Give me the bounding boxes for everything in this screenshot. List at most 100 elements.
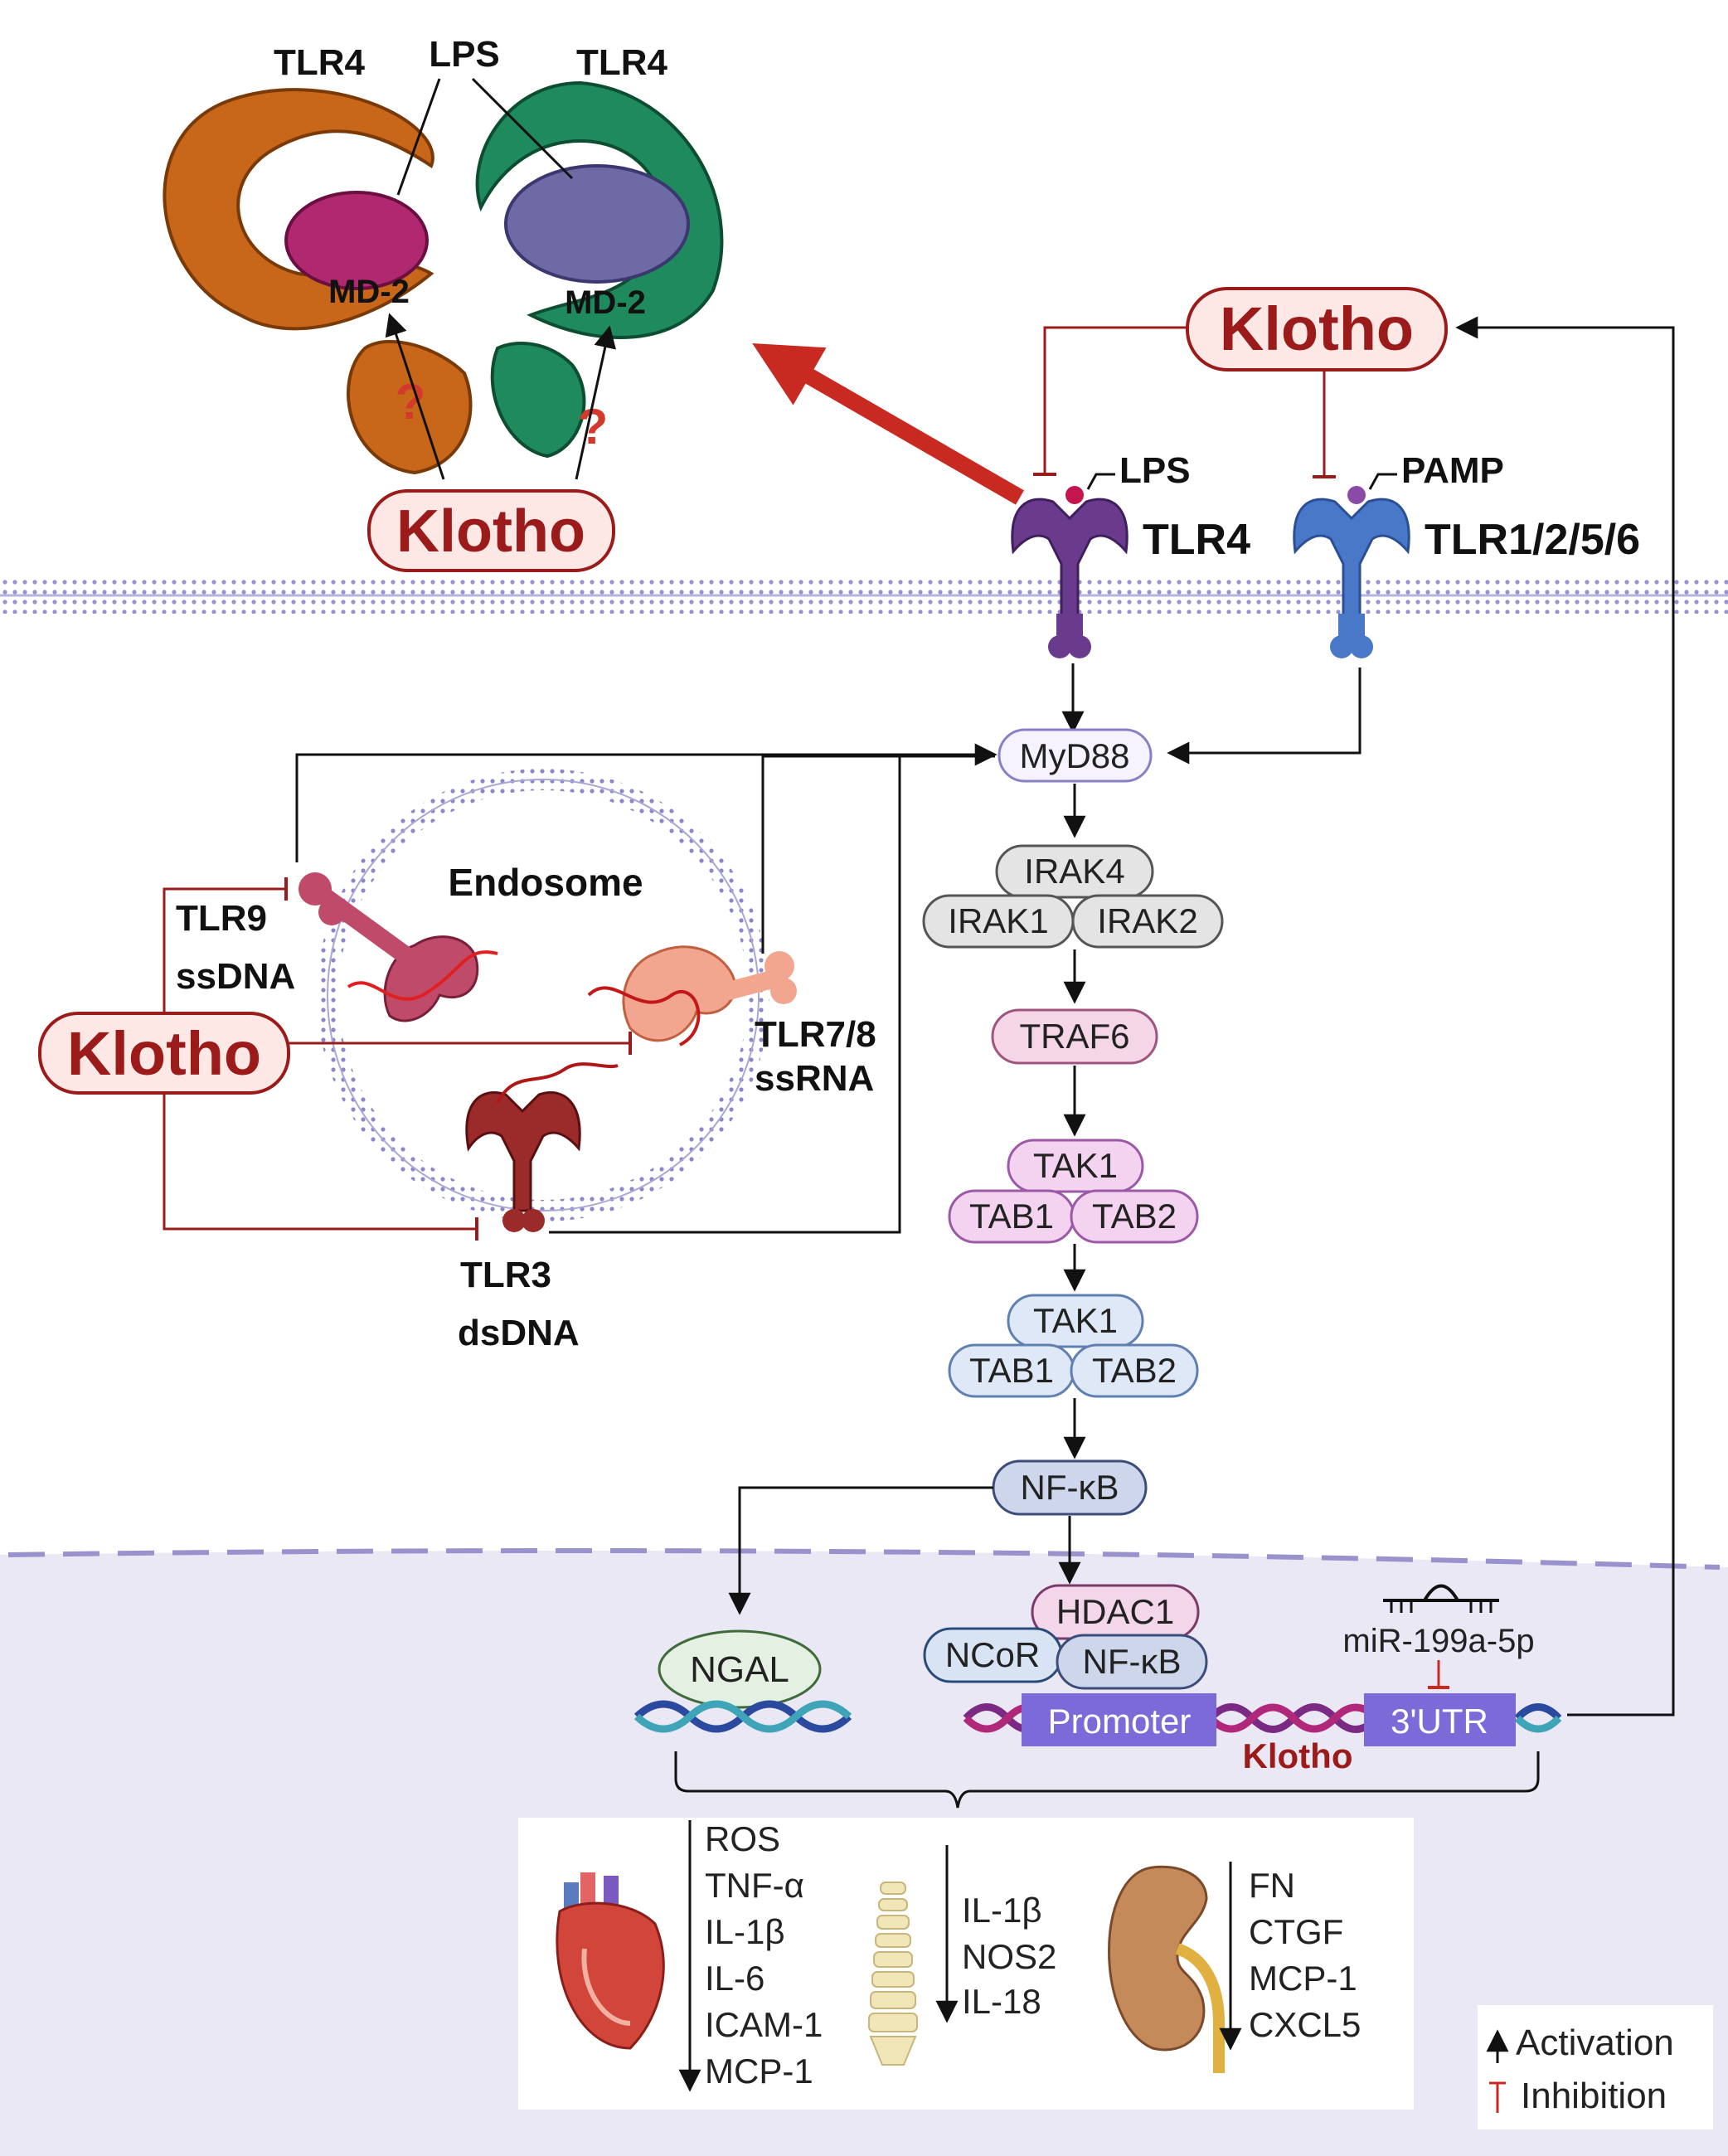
irak2-node (1071, 894, 1224, 949)
kidney-outcome-2: CTGF (1249, 1912, 1343, 1951)
plasma-membrane (0, 577, 1728, 614)
tlr4-receptor-label: TLR4 (1143, 516, 1250, 564)
lps-pointer-left (396, 78, 441, 196)
md2-right-label: MD-2 (565, 284, 646, 321)
tak1-a-node (1007, 1139, 1144, 1193)
md2-right-blob (504, 164, 690, 284)
tlr4-right-label: TLR4 (576, 42, 668, 83)
nfkb-nucleus-node (1056, 1634, 1208, 1690)
tlr4-orange-lower (347, 340, 473, 475)
heart-outcome-3: IL-1β (705, 1912, 785, 1951)
outcomes-box (518, 1818, 1414, 2110)
tab2-a-label: TAB2 (1092, 1197, 1177, 1236)
pamp-ligand-pointer (1368, 473, 1397, 490)
ngal-node (658, 1629, 822, 1709)
pamp-ligand-label: PAMP (1401, 450, 1504, 491)
kidney-outcome-4: CXCL5 (1249, 2005, 1361, 2044)
nuclear-envelope (7, 1548, 1721, 1570)
klotho-inhibits-tlr9-line (163, 887, 286, 1013)
heart-outcome-1: ROS (705, 1819, 780, 1858)
md2-left-label: MD-2 (328, 274, 410, 310)
promoter-box (1022, 1693, 1216, 1746)
tab2-b-node (1070, 1343, 1199, 1398)
spine-outcome-1: IL-1β (962, 1891, 1042, 1930)
tlr9-to-myd88-arrow (295, 743, 997, 862)
tlr1256-to-myd88-arrow (1167, 668, 1362, 765)
tab2-b-label: TAB2 (1092, 1351, 1177, 1390)
tab1-a-label: TAB1 (969, 1197, 1054, 1236)
legend-activation-label: Activation (1516, 2022, 1674, 2063)
ngal-label: NGAL (690, 1649, 789, 1690)
outcomes-brace (674, 1751, 1540, 1809)
traf6-label: TRAF6 (1019, 1017, 1129, 1056)
heart-outcome-5: ICAM-1 (705, 2005, 823, 2044)
tab2-a-node (1070, 1189, 1199, 1244)
irak4-label: IRAK4 (1024, 852, 1124, 891)
md2-left-blob (284, 191, 429, 290)
myd88-node (997, 728, 1153, 783)
legend-inhibition-label: Inhibition (1521, 2076, 1667, 2116)
tlr3-to-myd88-arrow (549, 755, 995, 1234)
tlr3-label: TLR3 (460, 1255, 551, 1295)
irak2-label: IRAK2 (1097, 901, 1197, 940)
endosome-label: Endosome (448, 861, 643, 904)
legend-box (1478, 2005, 1713, 2129)
pamp-ligand-dot (1347, 486, 1366, 504)
tlr78-receptor (587, 945, 797, 1046)
tlr4-receptor (1011, 498, 1129, 658)
klotho-to-md2-left-arrow (385, 313, 445, 480)
ssrna-label: ssRNA (755, 1058, 874, 1099)
promoter-label: Promoter (1048, 1702, 1192, 1741)
klotho-to-md2-right-arrow (575, 325, 616, 480)
tlr4-left-label: TLR4 (274, 42, 366, 83)
tlr9-receptor (299, 872, 498, 1022)
nfkb-nucleus-label: NF-κB (1083, 1642, 1182, 1681)
mirna-label: miR-199a-5p (1342, 1623, 1534, 1659)
ncor-label: NCoR (945, 1635, 1040, 1674)
heart-outcome-4: IL-6 (705, 1959, 764, 1998)
question-mark-left: ? (396, 374, 426, 430)
endosome (317, 769, 769, 1221)
nfkb-to-ngal-arrow (728, 1486, 993, 1615)
lps-top-label: LPS (429, 34, 500, 75)
irak1-label: IRAK1 (948, 901, 1048, 940)
utr-label: 3'UTR (1391, 1702, 1488, 1741)
tlr1256-receptor (1293, 498, 1410, 658)
lps-ligand-dot (1065, 486, 1084, 504)
heart-outcome-2: TNF-α (705, 1866, 804, 1905)
ngal-dna-helix (633, 1700, 852, 1733)
lps-ligand-label: LPS (1119, 450, 1191, 491)
heart-icon (556, 1872, 665, 2050)
kidney-outcome-3: MCP-1 (1249, 1959, 1357, 1998)
klotho-top-left-label: Klotho (396, 498, 585, 565)
tak1-b-node (1007, 1294, 1144, 1348)
spine-icon (868, 1882, 918, 2066)
hdac1-label: HDAC1 (1056, 1592, 1174, 1631)
klotho-top-right-label: Klotho (1220, 294, 1414, 363)
klotho-top-right-pill (1186, 287, 1448, 371)
klotho-inhibits-tlr4-line (1043, 326, 1187, 474)
tak1-b-label: TAK1 (1033, 1301, 1118, 1340)
myd88-label: MyD88 (1019, 736, 1129, 775)
lps-pointer-right (471, 77, 574, 180)
klotho-top-left-pill (367, 489, 615, 572)
klotho-gene-label: Klotho (1243, 1736, 1353, 1775)
tlr78-label: TLR7/8 (755, 1014, 876, 1055)
klotho-inhibits-tlr3-line (163, 1093, 477, 1231)
tlr4-structure-big-arrow (752, 343, 1024, 505)
nfkb-label: NF-κB (1021, 1468, 1119, 1507)
ssdna-label: ssDNA (176, 956, 295, 997)
spine-outcome-3: IL-18 (962, 1982, 1041, 2021)
kidney-icon (1108, 1865, 1225, 2073)
tlr9-label: TLR9 (176, 898, 267, 939)
tab1-b-label: TAB1 (969, 1351, 1054, 1390)
tak1-a-label: TAK1 (1033, 1146, 1118, 1185)
tlr3-receptor (465, 1062, 619, 1232)
tlr4-md2-lps-structure: TLR4 LPS TLR4 MD-2 MD-2 ? ? Klotho (163, 34, 724, 572)
lps-ligand-pointer (1086, 473, 1115, 490)
utr-box (1364, 1693, 1516, 1746)
tlr4-green-lower (490, 342, 586, 459)
traf6-node (991, 1008, 1158, 1065)
mirna-icon (1383, 1584, 1499, 1613)
